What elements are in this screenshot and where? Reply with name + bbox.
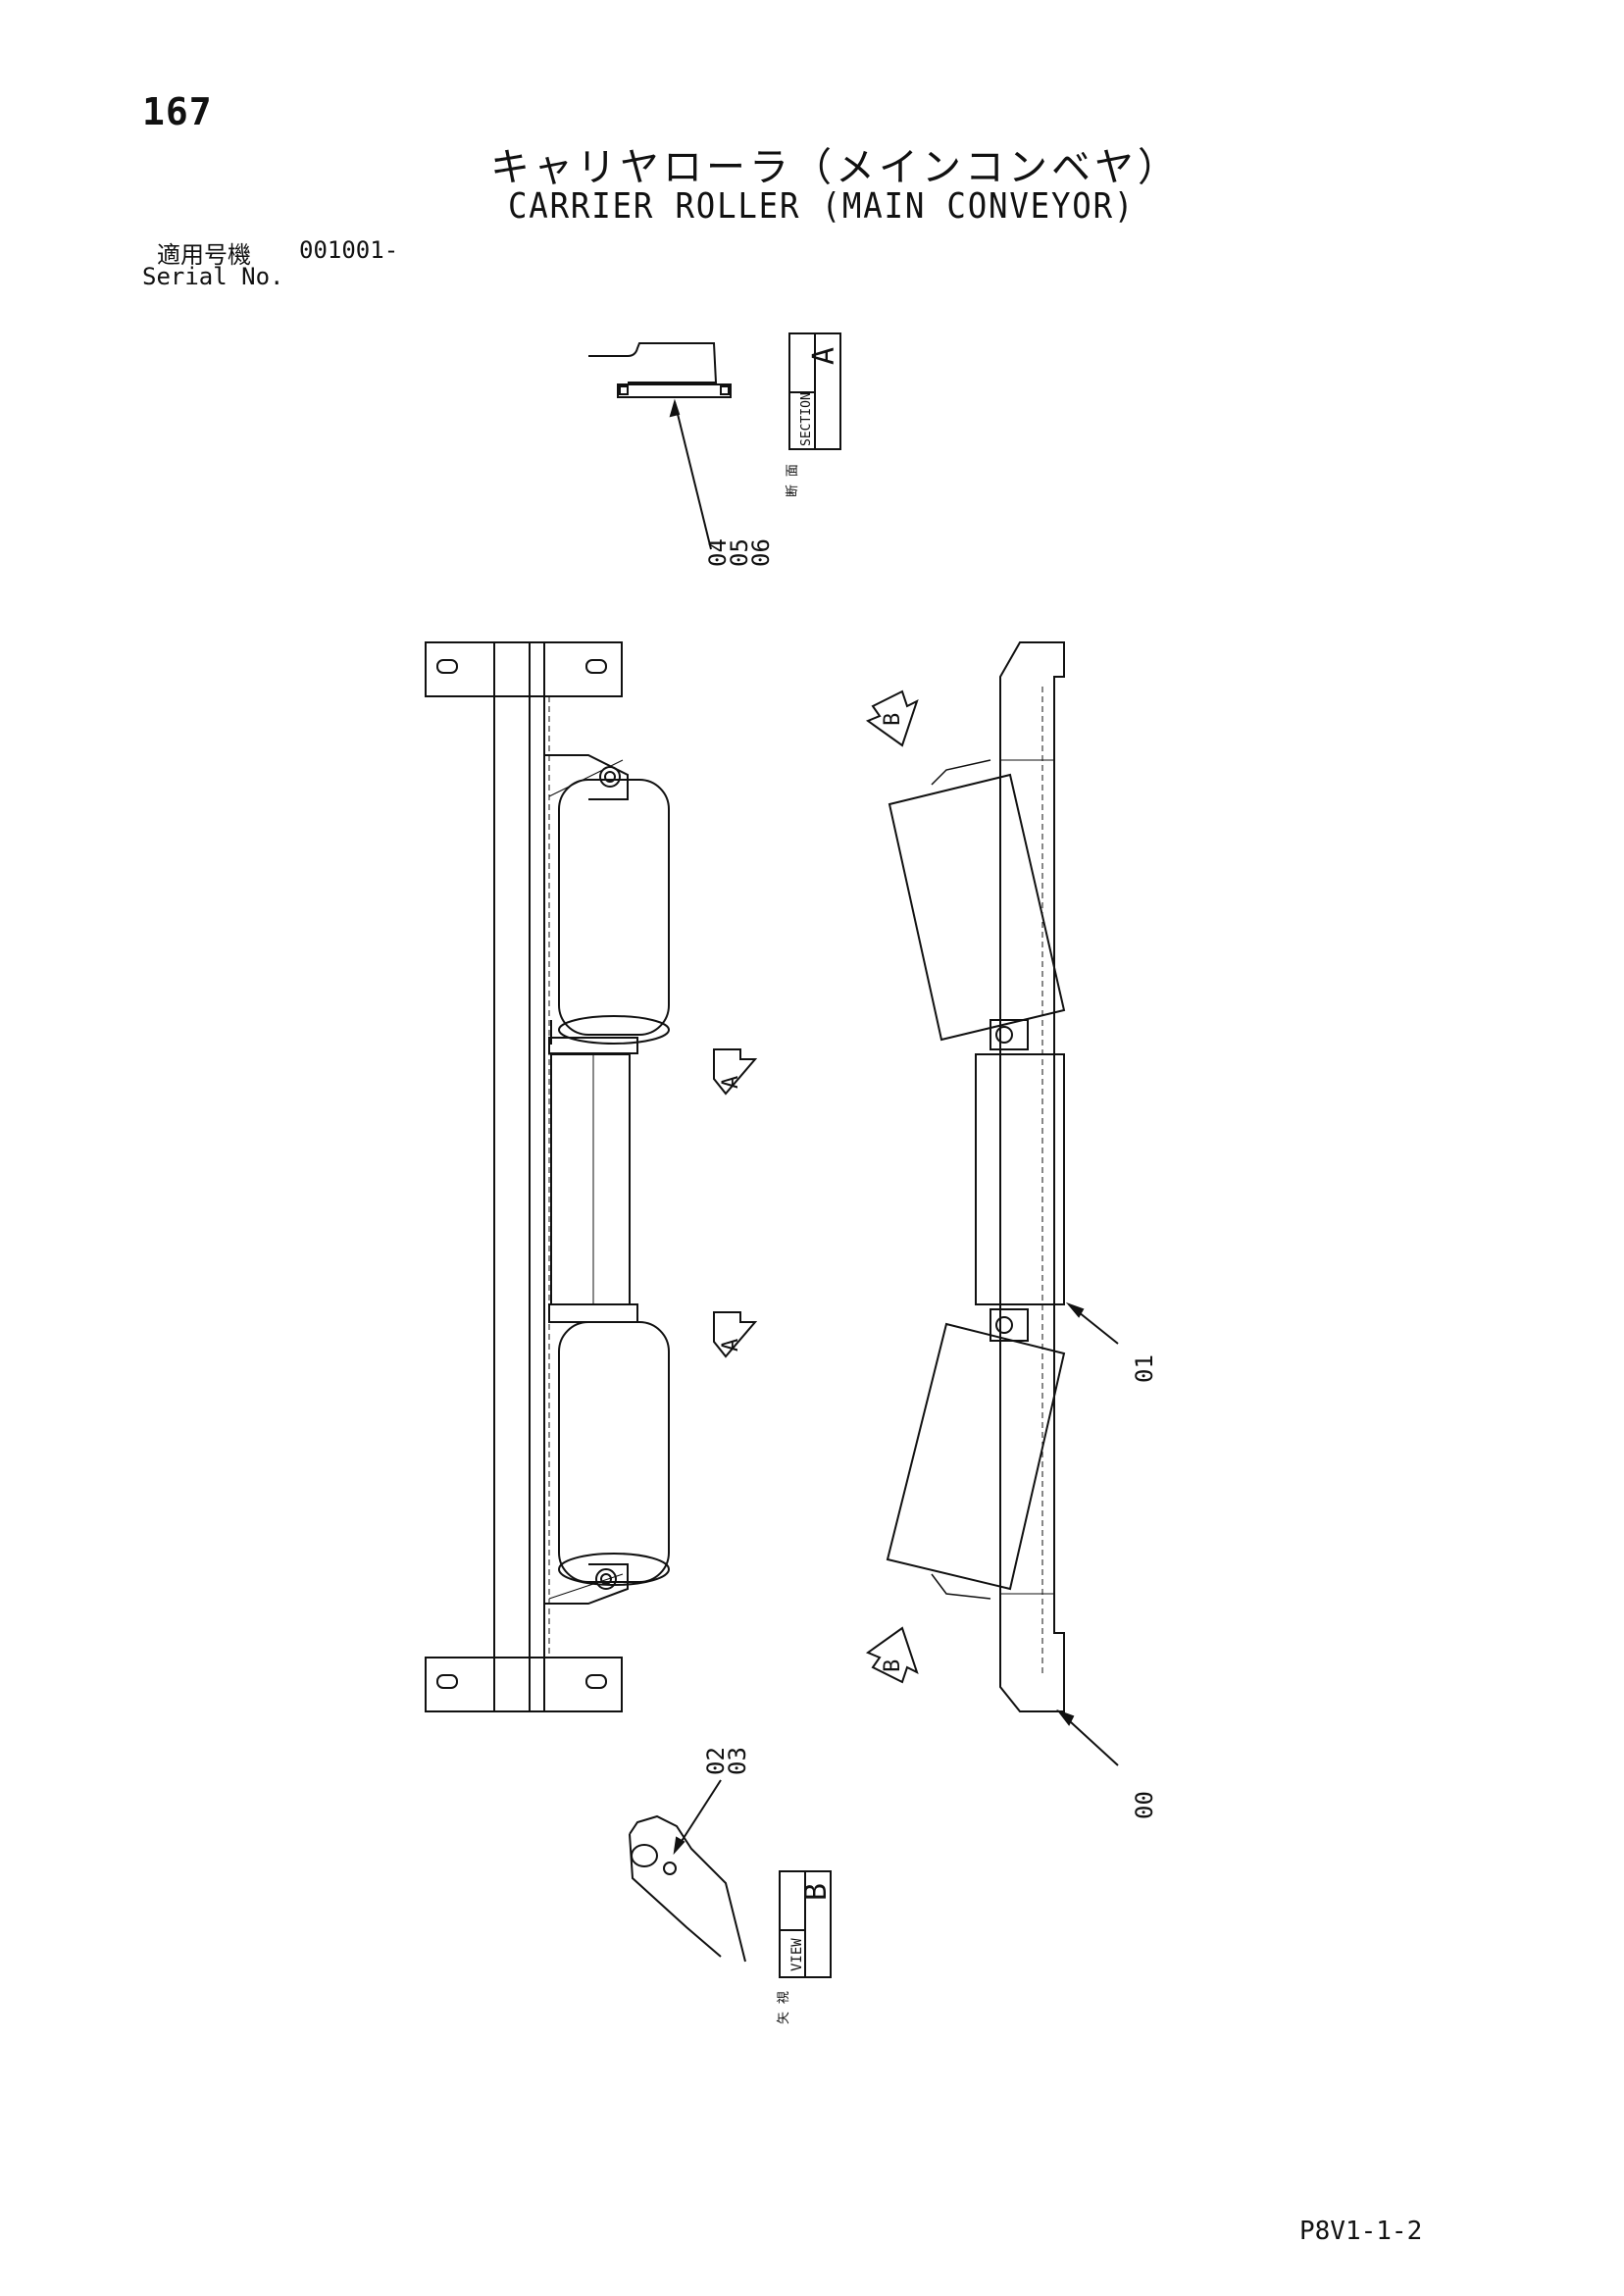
section-a-detail — [588, 342, 732, 550]
svg-text:A: A — [719, 1339, 743, 1352]
svg-text:A: A — [719, 1076, 743, 1089]
section-en: SECTION — [799, 392, 814, 446]
view-b-callout: 02 03 — [702, 1747, 751, 1775]
section-a-label-box: A SECTION 断 面 — [786, 332, 841, 497]
callout-03: 03 — [724, 1747, 751, 1775]
section-jp: 断 面 — [786, 464, 800, 497]
callout-05: 05 — [726, 538, 753, 567]
view-b-arrow-top: B — [865, 689, 919, 747]
section-letter: A — [807, 347, 841, 365]
right-trough-view: B B — [865, 641, 1119, 1766]
callout-02: 02 — [702, 1747, 730, 1775]
title-japanese: キャリヤローラ（メインコンベヤ） — [490, 145, 1181, 190]
serial-value: 001001- — [299, 236, 399, 264]
view-letter: B — [799, 1883, 834, 1901]
view-b-label-box: B VIEW 矢 視 — [777, 1870, 834, 2024]
view-jp: 矢 視 — [777, 1991, 791, 2024]
serial-label-japanese: 適用号機 — [157, 241, 251, 269]
callout-06: 06 — [747, 538, 775, 567]
leader-line — [676, 1779, 722, 1850]
view-b-detail — [629, 1779, 746, 1963]
page-number: 167 — [142, 90, 213, 133]
callout-04: 04 — [704, 538, 732, 567]
callout-01: 01 — [1131, 1354, 1158, 1383]
callout-00: 00 — [1131, 1791, 1158, 1819]
section-a-arrow-bottom: A — [713, 1311, 758, 1358]
svg-text:B: B — [881, 1659, 905, 1672]
svg-text:B: B — [881, 713, 905, 726]
view-en: VIEW — [789, 1938, 805, 1971]
title-english: CARRIER ROLLER (MAIN CONVEYOR) — [508, 186, 1136, 227]
left-frame-view: A A — [425, 641, 758, 1712]
section-a-callout: 04 05 06 — [704, 538, 775, 567]
document-code: P8V1-1-2 — [1299, 2217, 1423, 2246]
view-b-arrow-bottom: B — [865, 1626, 919, 1684]
leader-line — [674, 401, 712, 550]
serial-label-english: Serial No. — [142, 263, 284, 290]
section-a-arrow-top: A — [713, 1048, 758, 1096]
